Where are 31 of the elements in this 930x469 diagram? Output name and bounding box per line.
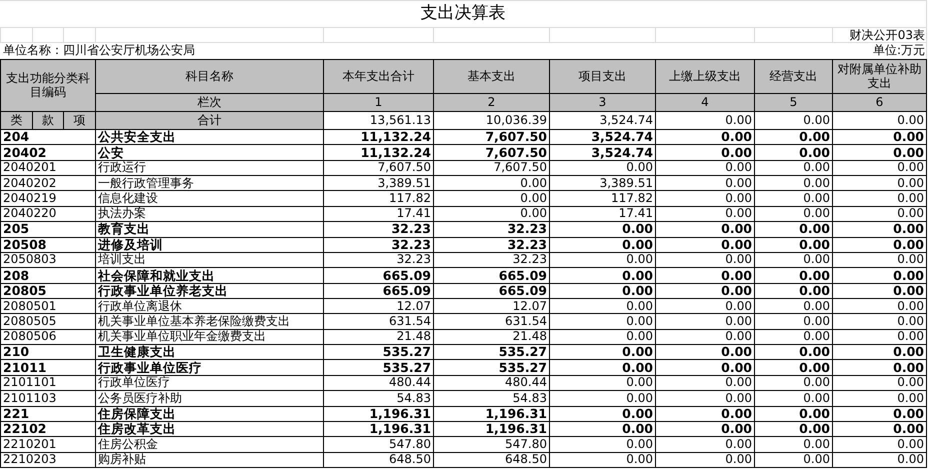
header-cell: 款 [32,111,64,130]
table-cell: 0.00 [754,452,833,468]
header-cell: 科目名称 [95,59,324,94]
header-cell: 类 [0,111,33,130]
table-cell: 购房补贴 [95,452,324,468]
header-cell: 项 [63,111,96,130]
table-cell: 2210203 [0,452,96,468]
table-cell: 648.50 [433,452,550,468]
header-cell: 本年支出合计 [323,59,434,94]
header-cell: 经营支出 [754,59,833,94]
header-cell: 上缴上级支出 [655,59,755,94]
header-cell: 5 [754,93,833,112]
header-cell: 1 [323,93,434,112]
table-note: 单位:万元 [872,44,925,58]
table-cell: 0.00 [655,452,755,468]
header-cell: 2 [433,93,550,112]
header-cell: 栏次 [95,93,324,112]
header-cell: 项目支出 [549,59,656,94]
header-cell: 3 [549,93,656,112]
table-note: 单位名称：四川省公安厅机场公安局 [3,44,196,58]
table-cell: 0.00 [549,452,656,468]
header-cell: 支出功能分类科目编码 [0,59,96,112]
header-cell: 基本支出 [433,59,550,94]
table-cell: 648.50 [323,452,434,468]
header-cell: 对附属单位补助支出 [832,59,927,94]
table-cell: 0.00 [832,452,927,468]
header-cell: 4 [655,93,755,112]
header-cell: 合计 [95,111,324,130]
header-cell: 6 [832,93,927,112]
table-note: 财决公开03表 [848,29,925,42]
table-title: 支出决算表 [420,4,506,23]
